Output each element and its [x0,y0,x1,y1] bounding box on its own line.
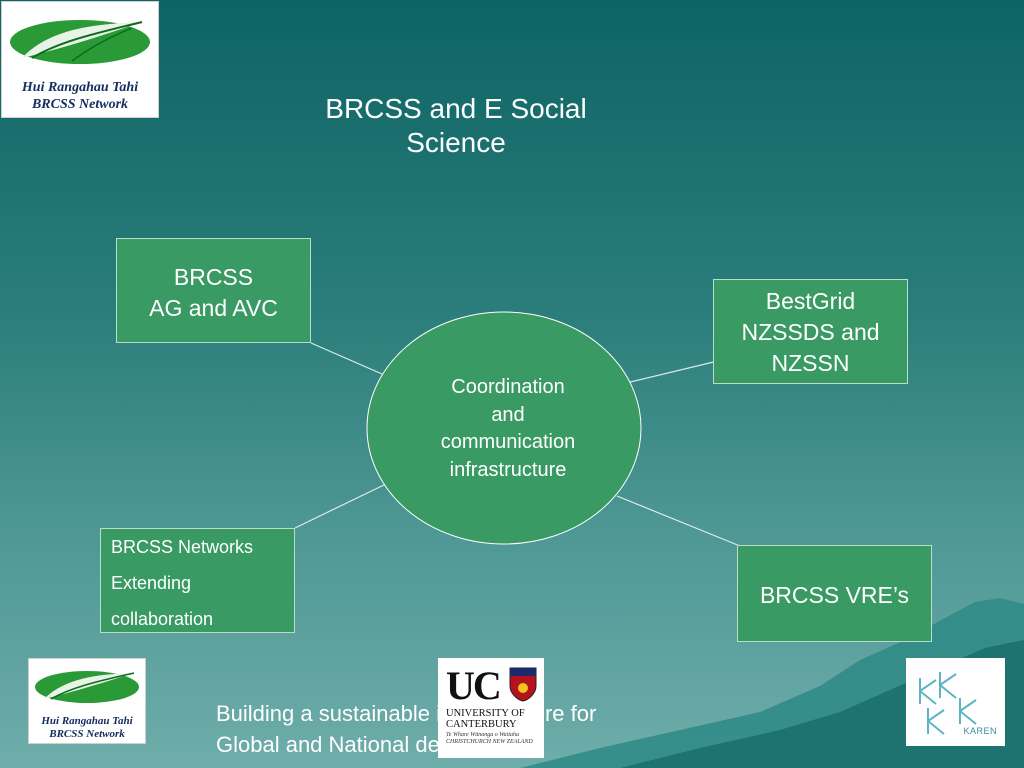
brcss-logo-bottom: Hui Rangahau Tahi BRCSS Network [28,658,146,744]
uc-letters: UC [446,663,502,708]
box-brcss-vre: BRCSS VRE’s [737,545,932,642]
connector-networks [294,481,391,529]
uc-crest-icon [509,667,537,702]
box-networks-line3: collaboration [111,609,214,629]
uc-sub-line2: CHRISTCHURCH NEW ZEALAND [446,739,533,745]
leaf-logo-bottom-icon [35,671,139,703]
slide-title: BRCSS and E Social Science [300,92,612,160]
connector-bestgrid [625,359,723,384]
uc-subtitle: Te Whare Wānanga o Waitaha CHRISTCHURCH … [446,732,533,746]
karen-logo: KAREN [906,658,1005,746]
slide-title-line1: BRCSS and E Social [325,93,587,124]
box-networks-line2: Extending [111,573,192,593]
leaf-logo-icon [10,20,150,64]
brcss-logo-bottom-line1: Hui Rangahau Tahi [41,715,133,727]
connector-vre [616,495,741,547]
uc-logo: UC UNIVERSITY OF CANTERBURY Te Whare Wān… [438,658,544,758]
box-bestgrid: BestGrid NZSSDS and NZSSN [713,279,908,384]
box-bestgrid-line1: BestGrid [765,288,856,314]
center-line4: infrastructure [449,458,567,481]
center-ellipse [366,311,642,545]
center-line1: Coordination [451,376,565,398]
box-vre-label: BRCSS VRE’s [759,582,910,608]
connector-ag [310,342,383,375]
box-networks-line1: BRCSS Networks [111,537,254,557]
slide-title-line2: Science [406,127,506,158]
center-line2: and [491,403,525,426]
uc-name-line2: CANTERBURY [446,719,517,730]
brcss-logo-top: Hui Rangahau Tahi BRCSS Network [1,1,159,118]
uc-sub-line1: Te Whare Wānanga o Waitaha [446,732,520,738]
box-brcss-ag-line2: AG and AVC [149,295,278,321]
uc-name-line1: UNIVERSITY OF [446,708,525,719]
uc-name: UNIVERSITY OF CANTERBURY [446,708,525,730]
box-brcss-networks: BRCSS Networks Extending collaboration [100,528,295,633]
brcss-logo-bottom-line2: BRCSS Network [49,728,125,740]
karen-label: KAREN [963,726,997,736]
brcss-logo-top-line1: Hui Rangahau Tahi [21,80,139,95]
karen-mark-icon [919,672,977,735]
brcss-logo-top-line2: BRCSS Network [31,97,129,112]
center-line3: communication [440,431,576,453]
box-bestgrid-line3: NZSSN [771,350,850,376]
center-ellipse-text: Coordination and communication infrastru… [408,374,608,484]
box-bestgrid-line2: NZSSDS and [741,319,880,345]
box-brcss-ag: BRCSS AG and AVC [116,238,311,343]
box-brcss-ag-line1: BRCSS [173,264,254,290]
